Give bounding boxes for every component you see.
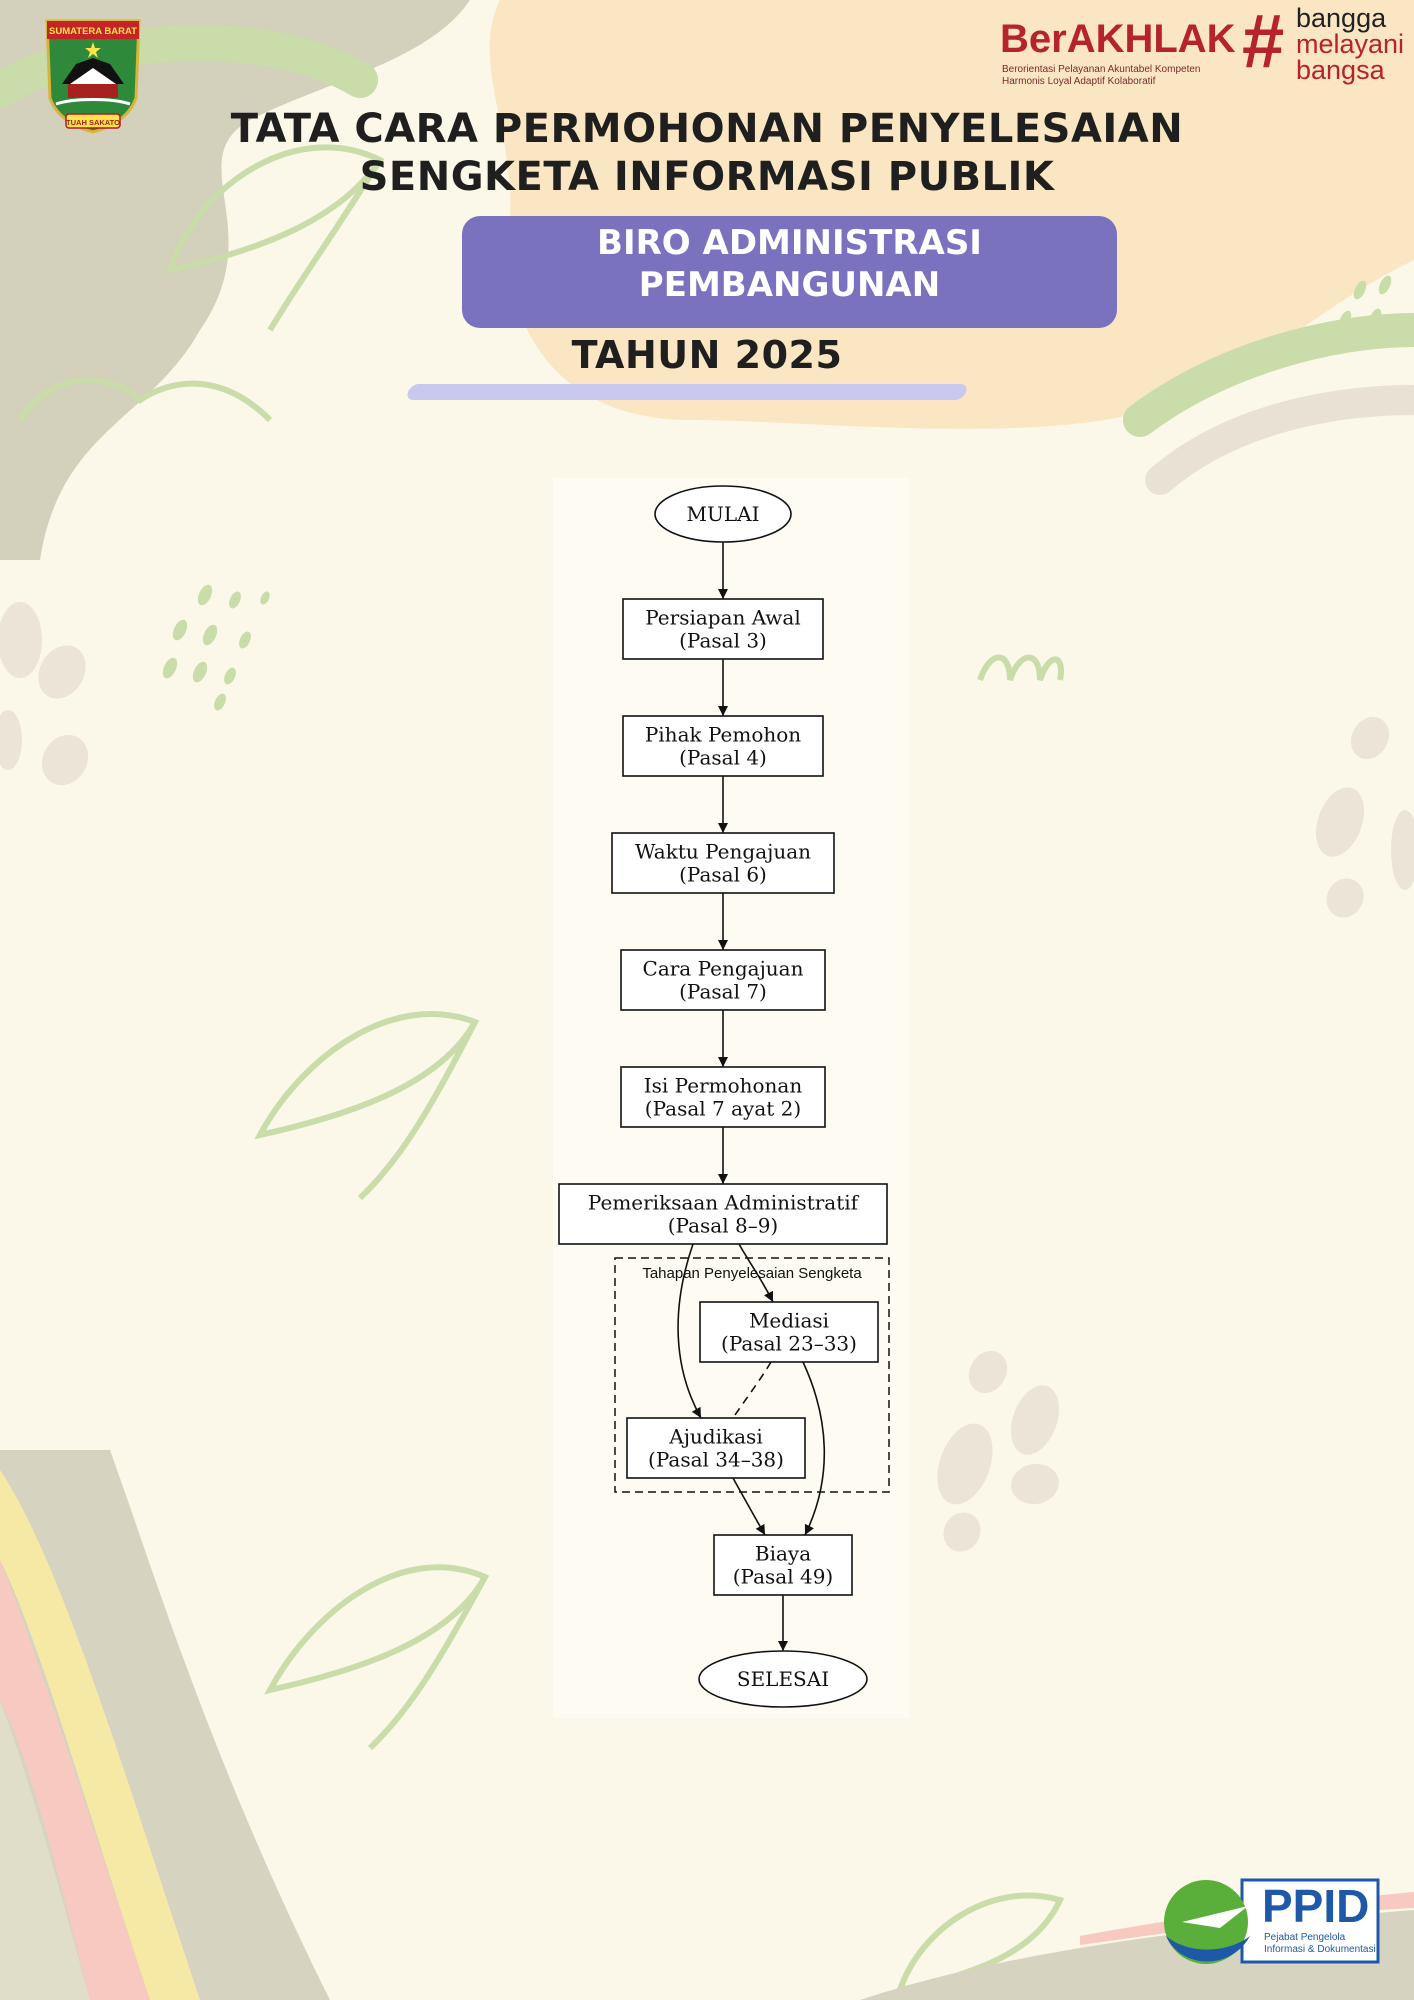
plane-icon [1182,1906,1248,1928]
node-persiapan [622,598,824,660]
ppid-logo-sub1: Pejabat Pengelola [1264,1932,1346,1943]
node-mediasi-label-1: Mediasi [749,1309,829,1333]
edge-pemeriksaan-to-ajudikasi [677,1243,702,1419]
unit-name-line2: PEMBANGUNAN [638,265,941,305]
node-isi [620,1066,826,1128]
node-isi-label-1: Isi Permohonan [644,1074,803,1098]
node-ajudikasi-label-1: Ajudikasi [668,1425,762,1449]
cluster-sengketa [614,1257,890,1493]
node-pemohon-label-2: (Pasal 4) [679,746,767,770]
node-persiapan-label-1: Persiapan Awal [645,606,801,630]
edge-ajudikasi-to-biaya [732,1477,766,1536]
unit-name-line1: BIRO ADMINISTRASI [597,223,982,263]
node-mediasi-label-2: (Pasal 23–33) [721,1332,857,1356]
node-mediasi [699,1301,879,1363]
node-cara-label-2: (Pasal 7) [679,980,767,1004]
flowchart: Tahapan Penyelesaian Sengketa MULAI Persi… [558,485,890,1708]
province-logo: SUMATERA BARAT TUAH SAKATO [45,19,141,134]
province-logo-bottom-text: TUAH SAKATO [66,118,120,127]
node-persiapan-label-2: (Pasal 3) [679,629,767,653]
node-pemeriksaan-label-2: (Pasal 8–9) [668,1214,778,1238]
tagline-melayani: melayani [1296,29,1405,59]
node-mulai [654,485,792,543]
berakhlak-values-line1: Berorientasi Pelayanan Akuntabel Kompete… [1002,64,1201,75]
unit-banner [462,216,1117,328]
node-pemeriksaan [558,1183,888,1245]
node-ajudikasi-label-2: (Pasal 34–38) [648,1448,784,1472]
cluster-label: Tahapan Penyelesaian Sengketa [642,1265,862,1282]
node-cara-label-1: Cara Pengajuan [643,957,804,981]
node-waktu [611,832,835,894]
ppid-logo [1164,1878,1380,1964]
node-isi-label-2: (Pasal 7 ayat 2) [645,1097,801,1121]
edge-mediasi-to-ajudikasi [732,1361,772,1419]
node-pemeriksaan-label-1: Pemeriksaan Administratif [588,1191,860,1215]
node-biaya [713,1534,853,1596]
tagline-bangsa: bangsa [1296,55,1385,85]
edge-pemeriksaan-to-mediasi [738,1243,774,1303]
node-selesai-label-1: SELESAI [737,1667,829,1691]
year-label: TAHUN 2025 [571,333,843,377]
node-pemohon-label-1: Pihak Pemohon [645,723,801,747]
node-selesai [698,1650,868,1708]
node-cara [620,949,826,1011]
node-ajudikasi [626,1417,806,1479]
ppid-logo-word: PPID [1262,1880,1370,1932]
node-biaya-label-1: Biaya [755,1542,811,1566]
node-mulai-label-1: MULAI [687,502,760,526]
year-underline [405,384,969,400]
hashtag-icon: # [1242,0,1285,84]
node-waktu-label-2: (Pasal 6) [679,863,767,887]
province-logo-top-text: SUMATERA BARAT [49,26,137,37]
ppid-logo-sub2: Informasi & Dokumentasi [1264,1944,1376,1955]
star-icon [85,42,101,58]
node-waktu-label-1: Waktu Pengajuan [635,840,811,864]
berakhlak-values-line2: Harmonis Loyal Adaptif Kolaboratif [1002,76,1156,87]
page-title-line1: TATA CARA PERMOHONAN PENYELESAIAN [230,106,1184,152]
edge-mediasi-to-biaya [802,1361,826,1536]
page-title-line2: SENGKETA INFORMASI PUBLIK [359,154,1055,200]
node-pemohon [622,715,824,777]
tagline-bangga: bangga [1296,3,1387,33]
node-biaya-label-2: (Pasal 49) [733,1565,833,1589]
berakhlak-logo-word: BerAKHLAK [1000,17,1236,61]
